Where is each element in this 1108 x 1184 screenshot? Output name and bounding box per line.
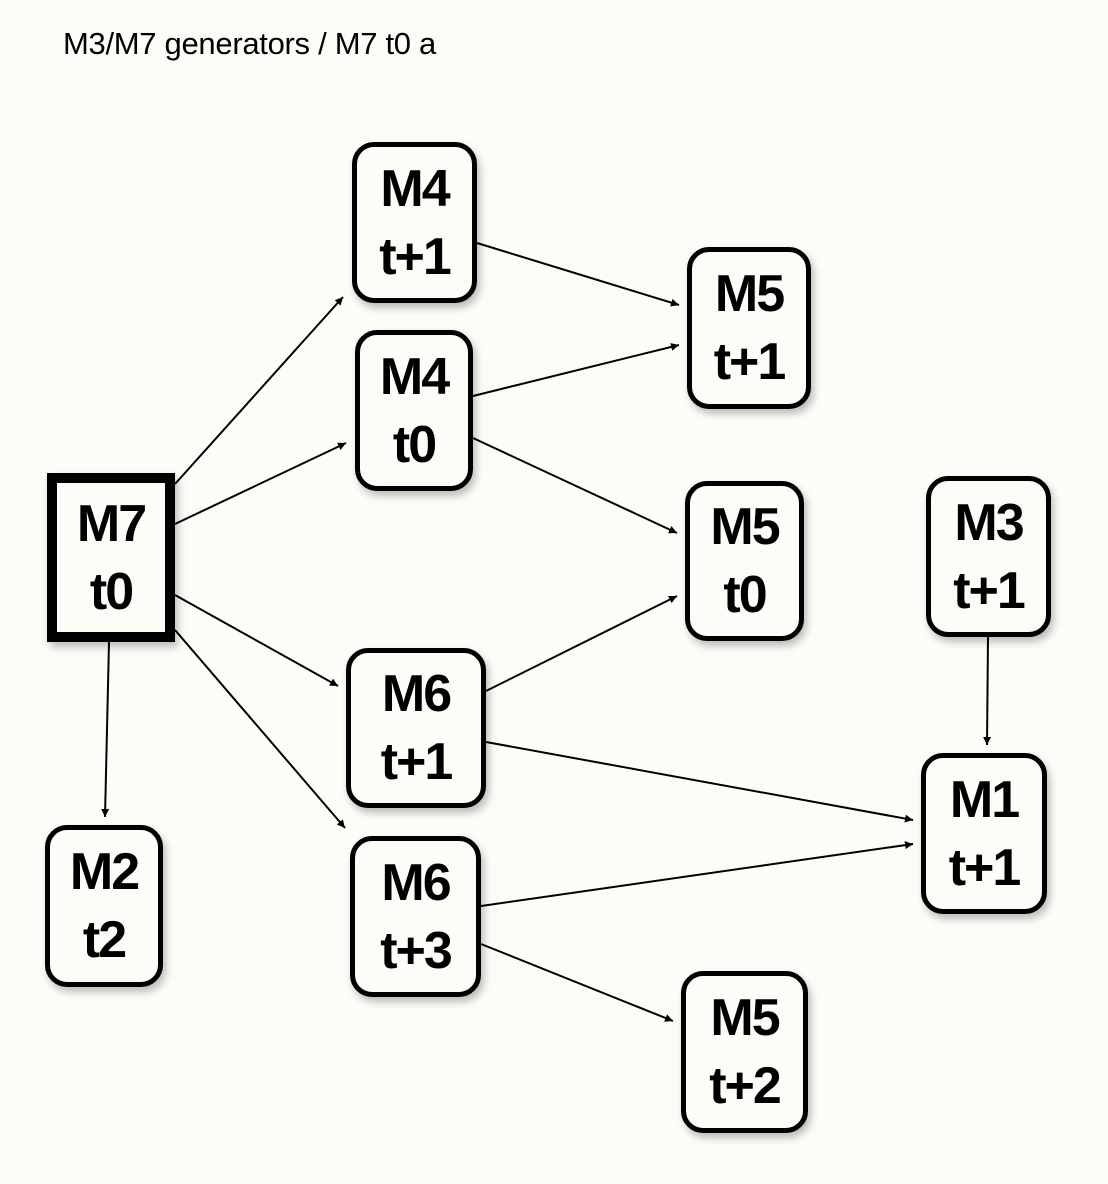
node-module-label: M5 [710,989,780,1047]
node-time-label: t+1 [713,333,787,391]
node-time-label: t+2 [709,1057,782,1115]
edge-m7-t0-to-m4-t0 [174,442,347,525]
node-m6-t3[interactable]: M6 t+3 [350,836,481,997]
node-module-label: M1 [949,770,1020,829]
node-module-label: M4 [379,347,450,406]
node-m5-t1[interactable]: M5 t+1 [687,247,811,409]
edge-m3-t1-to-m1-t1 [983,636,992,746]
node-time-label: t+3 [380,921,453,980]
node-time-label: t+1 [379,227,452,286]
node-module-label: M4 [380,159,450,218]
diagram-title: M3/M7 generators / M7 t0 a [63,26,436,61]
node-m6-t1[interactable]: M6 t+1 [346,648,486,808]
node-m4-t1[interactable]: M4 t+1 [352,142,477,303]
node-module-label: M6 [381,665,452,723]
edge-m6-t1-to-m5-t0 [485,595,678,692]
node-m5-t0[interactable]: M5 t0 [685,481,804,641]
node-m1-t1[interactable]: M1 t+1 [921,753,1047,914]
node-m2-t2[interactable]: M2 t2 [45,825,163,987]
edge-m7-t0-to-m2-t2 [101,641,110,818]
node-time-label: t2 [82,911,127,969]
edge-m7-t0-to-m4-t1 [174,296,344,485]
edge-m6-t3-to-m5-t2 [480,943,674,1022]
node-m7-t0[interactable]: M7 t0 [47,473,175,642]
node-module-label: M2 [69,843,140,901]
node-module-label: M3 [954,493,1024,552]
edge-m4-t1-to-m5-t1 [476,242,680,307]
node-module-label: M5 [710,498,780,556]
node-module-label: M5 [714,265,785,323]
node-time-label: t+1 [953,561,1026,620]
node-module-label: M7 [76,494,147,553]
node-time-label: t0 [89,562,134,621]
edge-m7-t0-to-m6-t1 [174,594,339,687]
edge-m7-t0-to-m6-t3 [174,629,346,829]
edge-m4-t0-to-m5-t0 [472,437,678,534]
node-m4-t0[interactable]: M4 t0 [355,330,473,491]
edge-m6-t3-to-m1-t1 [480,841,914,907]
node-time-label: t0 [392,415,437,474]
node-m3-t1[interactable]: M3 t+1 [926,476,1051,637]
node-m5-t2[interactable]: M5 t+2 [681,971,808,1133]
edge-m6-t1-to-m1-t1 [485,741,914,823]
node-time-label: t0 [723,566,767,624]
node-time-label: t+1 [380,733,454,791]
node-time-label: t+1 [948,838,1022,897]
edge-m4-t0-to-m5-t1 [472,343,680,397]
node-module-label: M6 [381,853,451,912]
